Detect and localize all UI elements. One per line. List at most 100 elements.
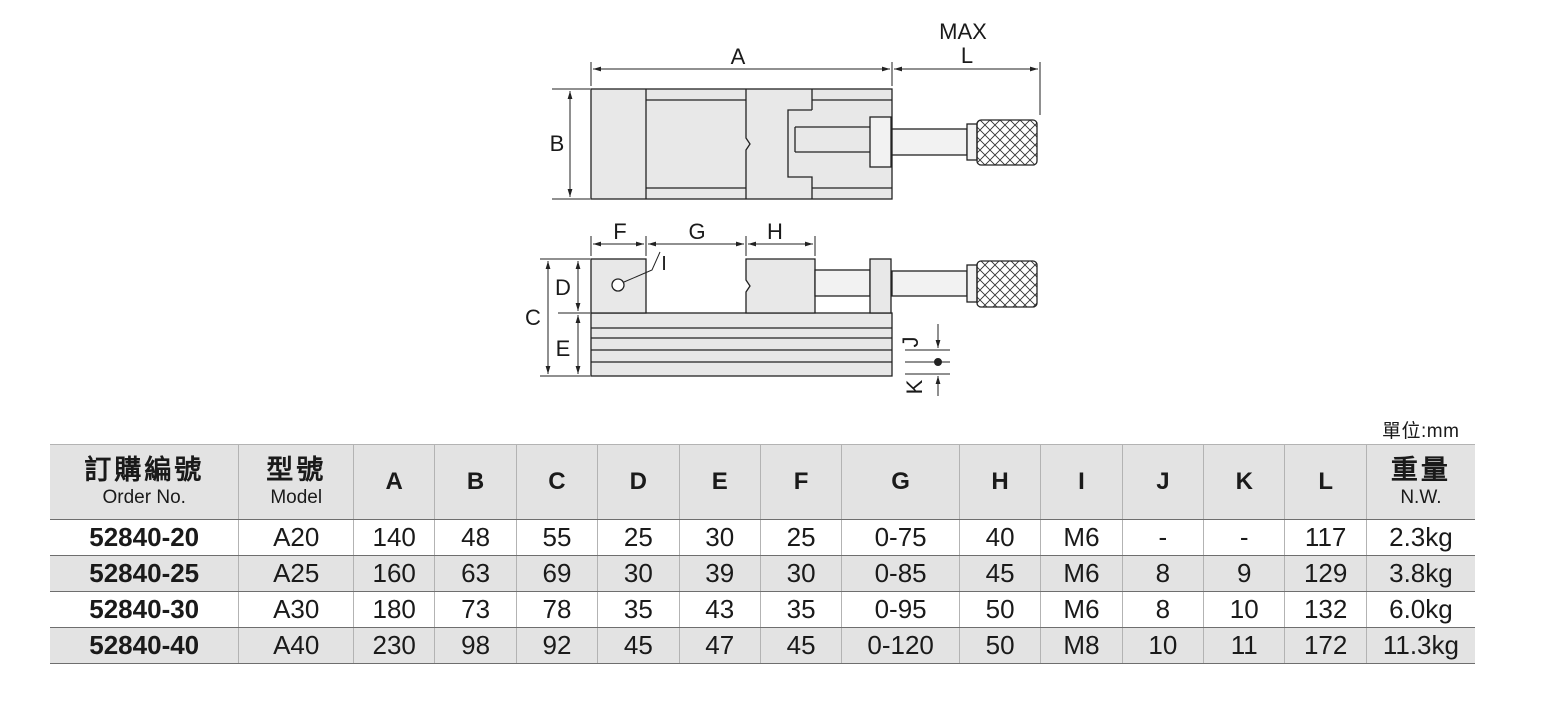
cell-g: 0-95 [841,591,960,628]
cell-e: 30 [678,519,761,556]
cell-weight: 6.0kg [1365,591,1475,628]
cell-b: 98 [434,627,517,664]
side-view-base [590,312,893,377]
cell-k: 10 [1203,591,1286,628]
top-view-screw [891,128,968,156]
dim-label-b: B [550,131,565,156]
dim-label-j: J [898,337,923,348]
header-col-i: I [1040,444,1123,520]
cell-k: - [1203,519,1286,556]
cell-i: M6 [1040,591,1123,628]
dim-label-l: L [961,43,973,68]
cell-weight: 3.8kg [1365,555,1475,592]
cell-j: 8 [1121,555,1205,592]
cell-a: 140 [352,519,436,556]
cell-model: A20 [238,519,354,556]
header-order-no: 訂購編號 Order No. [50,444,240,520]
header-order-en: Order No. [102,486,186,508]
cell-c: 92 [515,627,599,664]
cell-g: 0-75 [841,519,960,556]
cell-b: 63 [434,555,517,592]
header-col-f: F [759,444,843,520]
top-view-body [590,88,893,200]
table-header-row: 訂購編號 Order No. 型號 Model A B C D E F G H … [50,444,1475,520]
cell-g: 0-85 [841,555,960,592]
dim-label-i: I [661,253,667,275]
header-col-e: E [678,444,761,520]
cell-model: A30 [238,591,354,628]
dim-label-k: K [902,379,927,394]
header-model-en: Model [270,486,323,508]
header-model-zh: 型號 [266,454,327,485]
top-view [590,88,1038,200]
cell-l: 132 [1284,591,1367,628]
cell-j: 8 [1121,591,1205,628]
header-col-c: C [515,444,599,520]
dim-label-max: MAX [939,19,987,44]
cell-a: 160 [352,555,436,592]
dim-label-f: F [613,219,626,244]
cell-a: 180 [352,591,436,628]
cell-a: 230 [352,627,436,664]
header-col-g: G [841,444,960,520]
side-view-moving-jaw [745,258,816,314]
header-model: 型號 Model [238,444,354,520]
header-col-d: D [597,444,680,520]
cell-c: 78 [515,591,599,628]
cell-model: A25 [238,555,354,592]
cell-i: M6 [1040,555,1123,592]
cell-h: 40 [958,519,1042,556]
side-view-dimensions [540,236,950,396]
header-col-j: J [1121,444,1205,520]
dim-label-g: G [688,219,705,244]
cell-b: 48 [434,519,517,556]
side-view-hole [611,278,625,292]
dim-label-e: E [556,336,571,361]
cell-weight: 2.3kg [1365,519,1475,556]
unit-label: 單位:mm [1382,421,1460,442]
cell-l: 172 [1284,627,1367,664]
cell-e: 47 [678,627,761,664]
header-col-k: K [1203,444,1286,520]
cell-order-no: 52840-30 [50,591,240,628]
dim-label-c: C [525,305,541,330]
cell-d: 35 [597,591,680,628]
cell-model: A40 [238,627,354,664]
cell-c: 55 [515,519,599,556]
cell-g: 0-120 [841,627,960,664]
dim-label-h: H [767,219,783,244]
cell-f: 35 [759,591,843,628]
cell-order-no: 52840-20 [50,519,240,556]
spec-table: 訂購編號 Order No. 型號 Model A B C D E F G H … [50,444,1475,664]
side-view [590,258,1038,377]
dim-label-d: D [555,275,571,300]
header-col-b: B [434,444,517,520]
cell-f: 30 [759,555,843,592]
cell-d: 30 [597,555,680,592]
cell-order-no: 52840-40 [50,627,240,664]
cell-order-no: 52840-25 [50,555,240,592]
cell-d: 45 [597,627,680,664]
cell-k: 9 [1203,555,1286,592]
header-weight: 重量 N.W. [1365,444,1475,520]
header-weight-zh: 重量 [1390,454,1451,485]
cell-i: M6 [1040,519,1123,556]
cell-h: 45 [958,555,1042,592]
cell-b: 73 [434,591,517,628]
side-view-knurled-knob [976,260,1038,308]
cell-l: 129 [1284,555,1367,592]
header-order-zh: 訂購編號 [84,454,205,485]
top-view-dimensions [552,62,1041,200]
cell-c: 69 [515,555,599,592]
cell-f: 45 [759,627,843,664]
header-col-l: L [1284,444,1367,520]
cell-i: M8 [1040,627,1123,664]
side-view-screw [891,270,968,297]
cell-d: 25 [597,519,680,556]
cell-j: - [1121,519,1205,556]
cell-h: 50 [958,591,1042,628]
